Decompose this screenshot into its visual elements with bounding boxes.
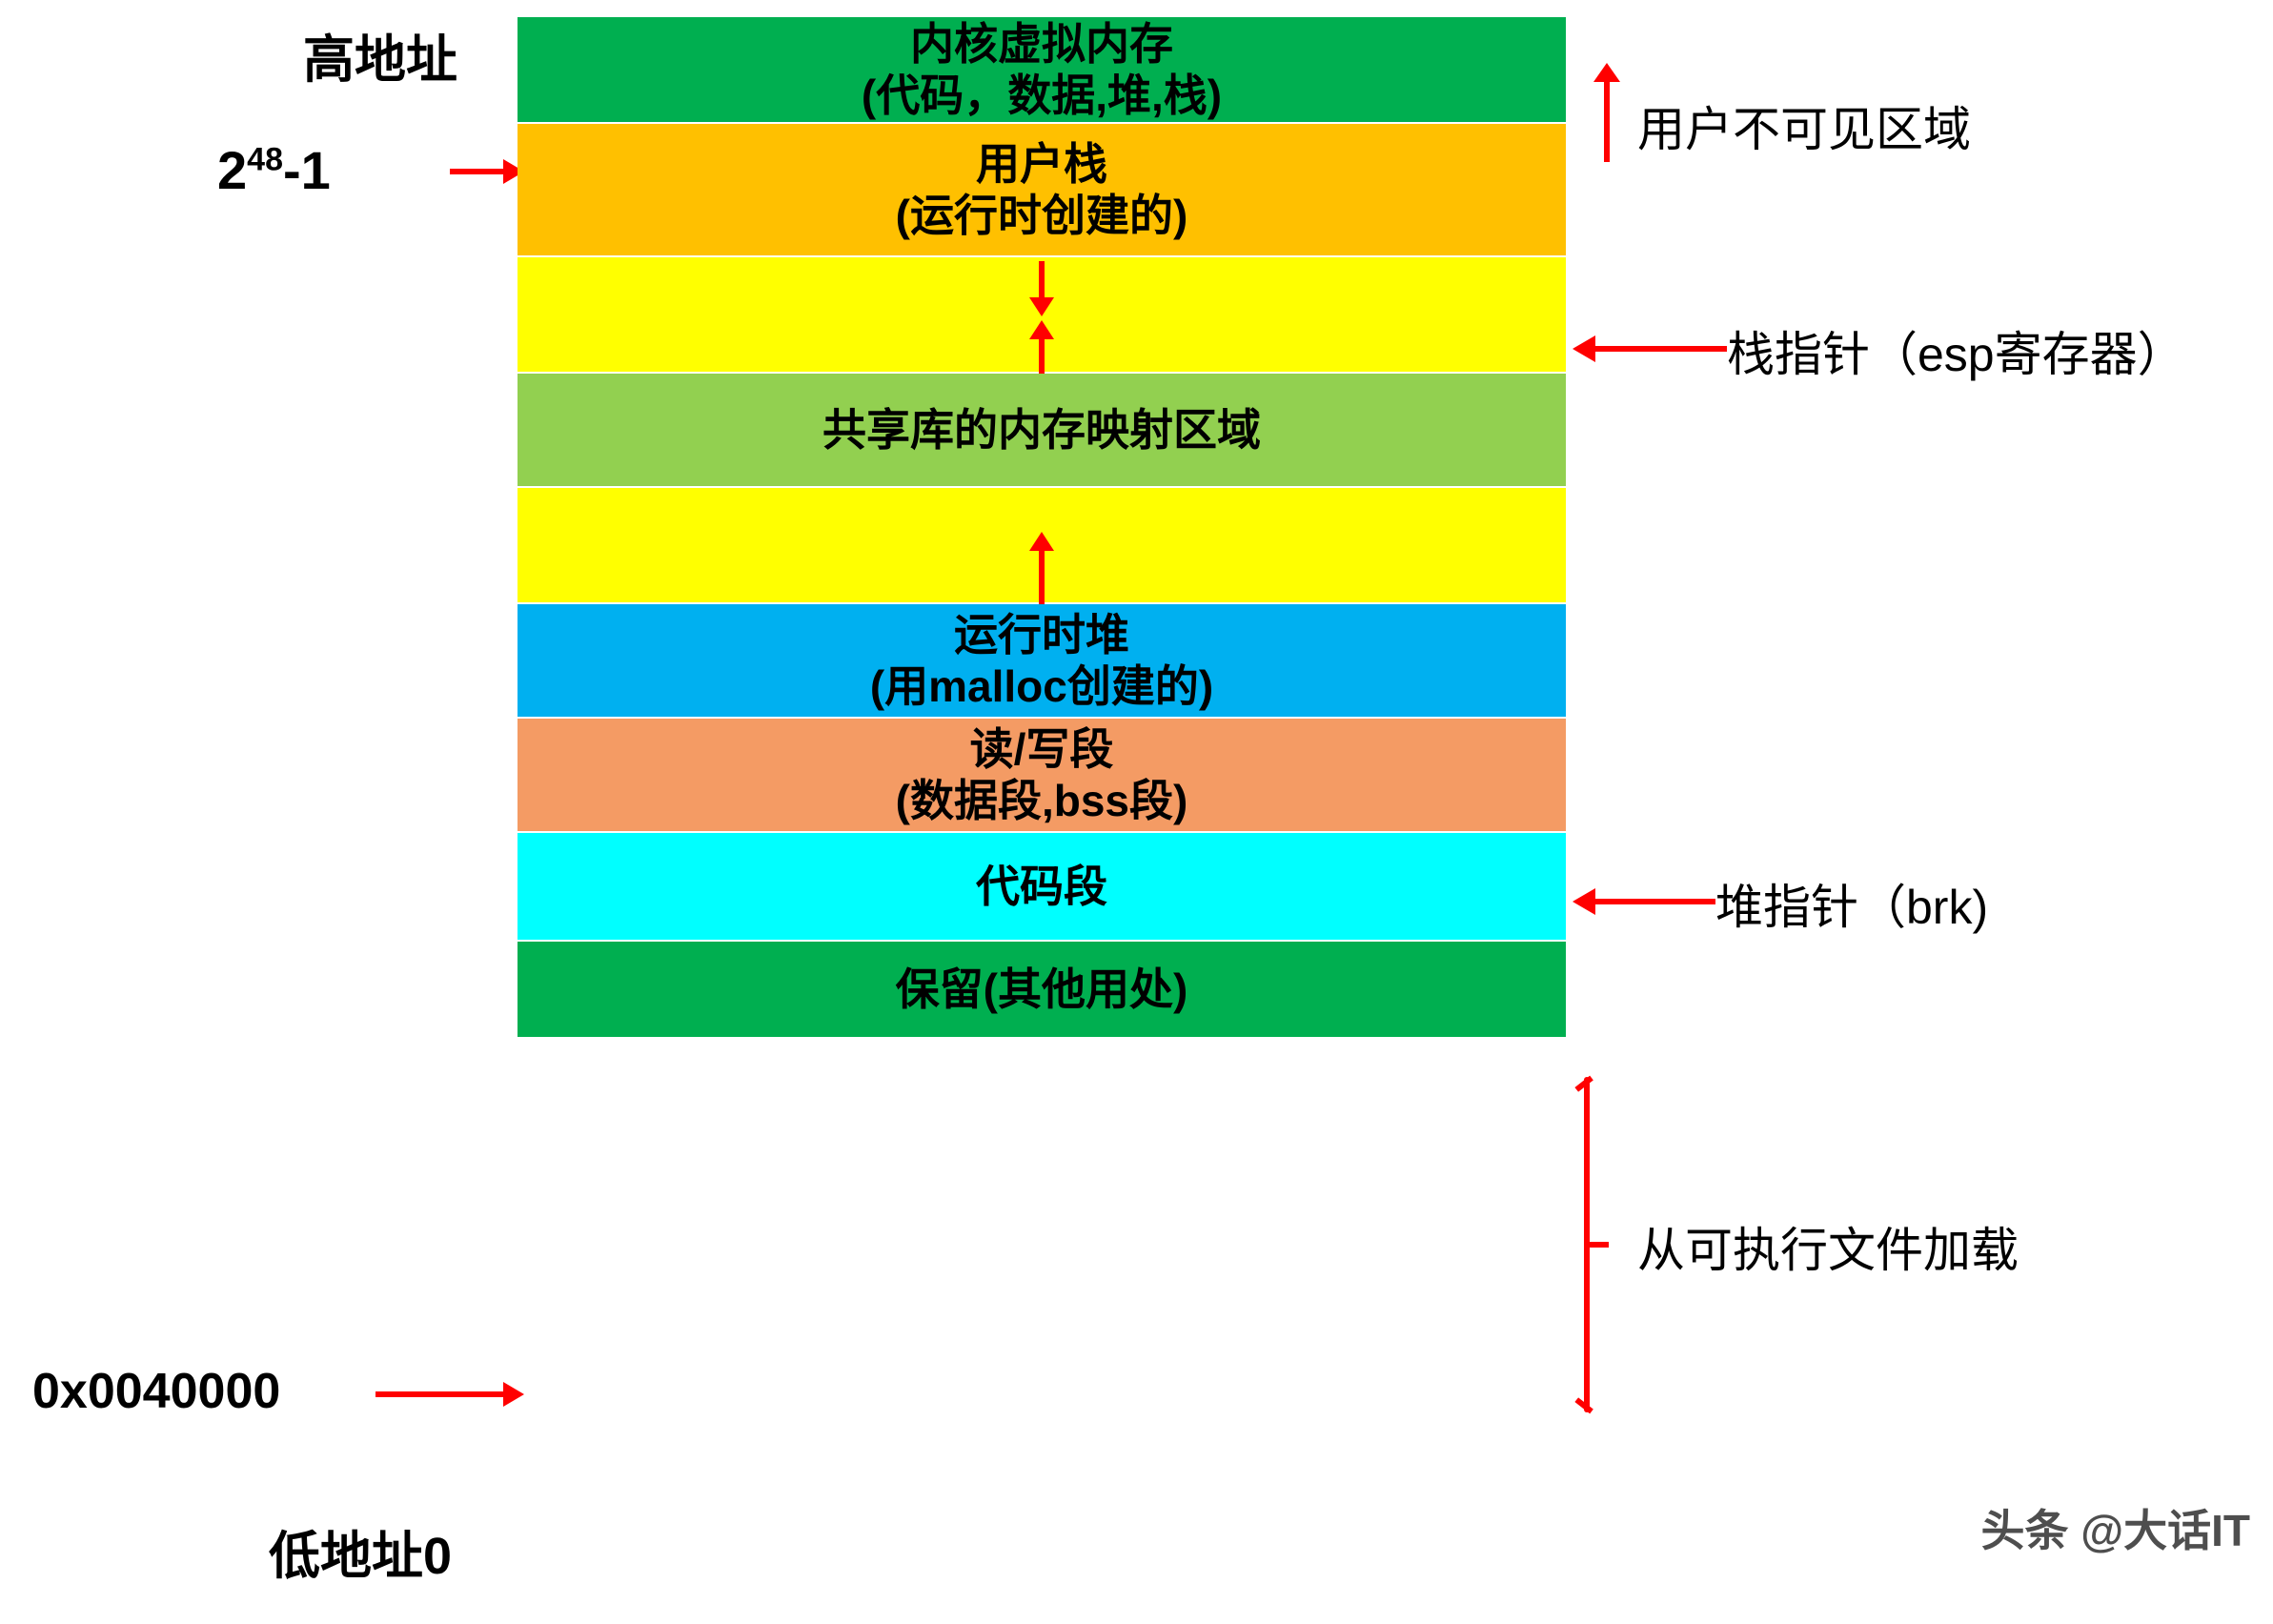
band-title: 读/写段 xyxy=(969,723,1114,774)
band-title: 用户栈 xyxy=(976,138,1107,189)
heap-pointer-note: 堆指针（brk) xyxy=(1715,881,1989,934)
memory-band-stack: 内核虚拟内存 (代码，数据,堆,栈) 用户栈 (运行时创建的) 共享库的内存映射… xyxy=(518,17,1566,1609)
max-address-base: 2 xyxy=(217,140,248,200)
band-subtitle: (用malloc创建的) xyxy=(869,661,1214,711)
user-invisible-region-arrow xyxy=(1593,63,1620,162)
band-kernel-virtual-memory: 内核虚拟内存 (代码，数据,堆,栈) xyxy=(518,17,1566,122)
band-title: 共享库的内存映射区域 xyxy=(822,404,1261,455)
band-runtime-heap: 运行时堆 (用malloc创建的) xyxy=(518,604,1566,717)
band-title: 运行时堆 xyxy=(954,609,1129,660)
band-subtitle: (运行时创建的) xyxy=(895,191,1188,240)
executable-sections-brace xyxy=(1563,1067,1609,1422)
band-code-segment: 代码段 xyxy=(518,833,1566,940)
band-subtitle: (代码，数据,堆,栈) xyxy=(861,71,1223,120)
band-title: 内核虚拟内存 xyxy=(910,18,1173,69)
max-address-suffix: -1 xyxy=(282,140,331,200)
band-title: 保留(其他用处) xyxy=(895,964,1188,1014)
max-address-exponent: 48 xyxy=(247,141,283,178)
band-subtitle: (数据段,bss段) xyxy=(895,776,1188,825)
stack-pointer-note: 栈指针（esp寄存器） xyxy=(1727,328,2185,381)
low-address-label: 低地址0 xyxy=(269,1528,453,1585)
band-user-stack: 用户栈 (运行时创建的) xyxy=(518,124,1566,255)
band-reserved-segment: 保留(其他用处) xyxy=(518,942,1566,1037)
loaded-from-executable-note: 从可执行文件加载 xyxy=(1637,1224,2019,1277)
band-read-write-segment: 读/写段 (数据段,bss段) xyxy=(518,719,1566,831)
watermark: 头条 @大话IT xyxy=(1980,1506,2250,1555)
max-address-label: 248-1 xyxy=(217,139,331,201)
high-address-label: 高地址 xyxy=(303,31,457,89)
band-shared-library-mapping: 共享库的内存映射区域 xyxy=(518,374,1566,486)
band-title: 代码段 xyxy=(976,861,1107,911)
start-address-label: 0x0040000 xyxy=(32,1364,281,1419)
user-invisible-region-note: 用户不可见区域 xyxy=(1637,103,1971,156)
